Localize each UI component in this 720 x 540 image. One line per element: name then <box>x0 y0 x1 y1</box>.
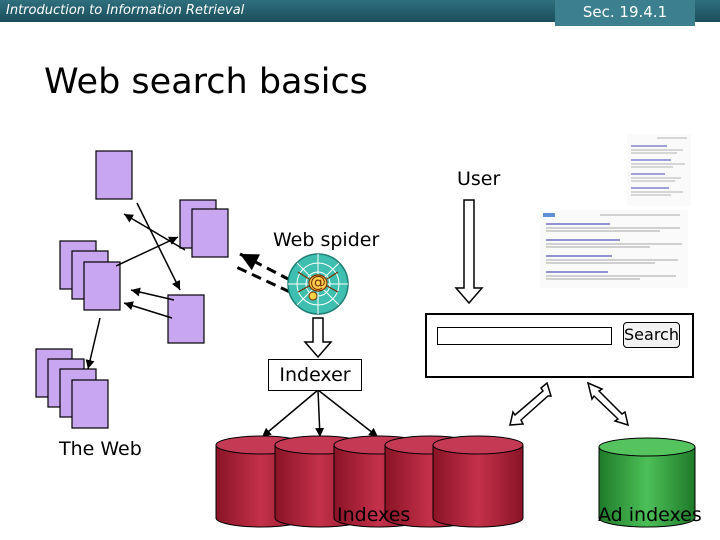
course-title: Introduction to Information Retrieval <box>6 3 245 18</box>
web-page <box>71 379 109 429</box>
web-page <box>95 150 133 200</box>
results-thumbnail-lines <box>631 137 687 196</box>
user-to-search-arrow <box>454 199 484 305</box>
slide-title: Web search basics <box>44 62 368 102</box>
spider-crawl-arrows <box>233 252 311 308</box>
search-button[interactable]: Search <box>623 322 680 348</box>
results-thumbnail <box>627 134 691 206</box>
header-bar: Introduction to Information Retrieval <box>0 0 720 22</box>
link-arrows <box>85 202 186 370</box>
search-to-index-arrows <box>509 381 630 427</box>
index-cylinder <box>432 435 524 528</box>
results-thumbnail-lines <box>543 213 682 280</box>
indexes-label: Indexes <box>337 504 411 526</box>
the-web-label: The Web <box>59 438 142 460</box>
spider-glyph: @ <box>310 272 326 291</box>
web-page <box>167 294 205 344</box>
web-page <box>83 261 121 311</box>
spider-globe-icon <box>287 253 349 315</box>
web-pages <box>35 150 229 429</box>
spider-to-indexer-arrow <box>303 317 333 359</box>
ad-index-cylinder <box>598 437 696 528</box>
web-page <box>191 208 229 258</box>
index-cylinders <box>215 435 696 528</box>
section-badge: Sec. 19.4.1 <box>555 0 695 26</box>
web-spider-label: Web spider <box>273 229 380 251</box>
indexer-box: Indexer <box>268 359 362 391</box>
indexer-to-indexes-arrows <box>261 389 379 438</box>
search-input[interactable] <box>437 327 612 345</box>
user-label: User <box>457 168 501 190</box>
ad-indexes-label: Ad indexes <box>598 504 702 526</box>
results-thumbnail <box>540 210 688 288</box>
